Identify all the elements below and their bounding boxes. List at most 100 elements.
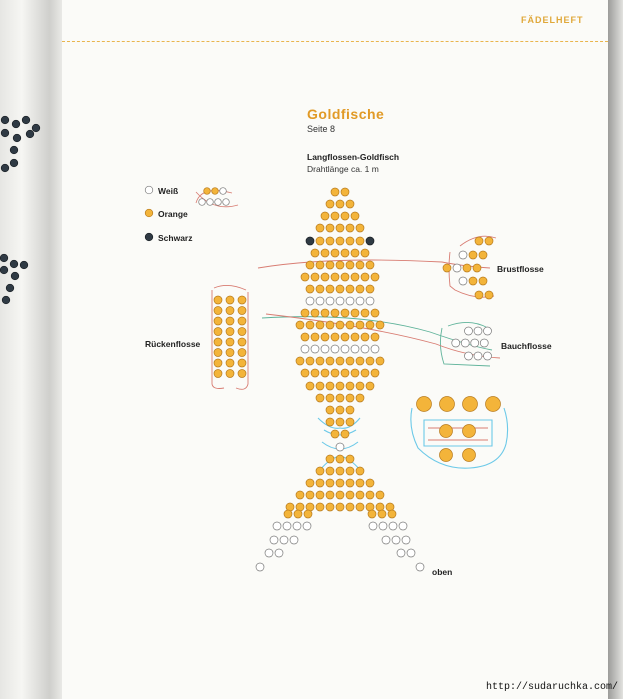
bead bbox=[345, 405, 355, 415]
bead bbox=[365, 320, 375, 330]
dorsal-fin-wire bbox=[211, 285, 249, 390]
bead bbox=[335, 454, 345, 464]
bead bbox=[340, 308, 350, 318]
bead bbox=[320, 332, 330, 342]
bead bbox=[360, 308, 370, 318]
bead bbox=[283, 509, 293, 519]
bead bbox=[203, 187, 211, 195]
bead bbox=[452, 263, 462, 273]
bead bbox=[315, 393, 325, 403]
bead bbox=[330, 211, 340, 221]
bead bbox=[345, 393, 355, 403]
bead bbox=[464, 326, 473, 336]
bead bbox=[350, 368, 360, 378]
bead bbox=[370, 344, 380, 354]
bead bbox=[320, 308, 330, 318]
bead bbox=[377, 509, 387, 519]
bead bbox=[279, 535, 289, 545]
bead bbox=[310, 344, 320, 354]
bead bbox=[345, 502, 355, 512]
bead bbox=[484, 236, 494, 246]
bead bbox=[225, 295, 235, 305]
bead bbox=[292, 521, 302, 531]
bead bbox=[335, 236, 345, 246]
bead bbox=[462, 448, 476, 462]
bead bbox=[483, 351, 492, 361]
bead bbox=[345, 260, 355, 270]
bead bbox=[310, 308, 320, 318]
bead bbox=[355, 223, 365, 233]
bead bbox=[330, 332, 340, 342]
bead bbox=[302, 521, 312, 531]
bead bbox=[300, 308, 310, 318]
bead bbox=[330, 187, 340, 197]
bead bbox=[378, 521, 388, 531]
bead bbox=[325, 223, 335, 233]
bead bbox=[206, 198, 214, 206]
bead bbox=[345, 223, 355, 233]
bead bbox=[355, 466, 365, 476]
bead bbox=[355, 260, 365, 270]
bead bbox=[398, 521, 408, 531]
page-edge bbox=[608, 0, 623, 699]
bead bbox=[315, 260, 325, 270]
bead bbox=[350, 272, 360, 282]
bead bbox=[315, 236, 325, 246]
bead bbox=[462, 263, 472, 273]
bead bbox=[219, 187, 227, 195]
bead bbox=[305, 490, 315, 500]
bead bbox=[464, 351, 473, 361]
bead bbox=[310, 368, 320, 378]
bead bbox=[335, 260, 345, 270]
bead bbox=[365, 284, 375, 294]
running-head: FÄDELHEFT bbox=[521, 15, 584, 25]
bead bbox=[360, 248, 370, 258]
bead bbox=[310, 272, 320, 282]
bead bbox=[325, 260, 335, 270]
header-rule bbox=[62, 41, 608, 42]
bead bbox=[320, 211, 330, 221]
bead bbox=[474, 290, 484, 300]
bead bbox=[355, 284, 365, 294]
spine-bead bbox=[10, 271, 20, 281]
bead bbox=[295, 490, 305, 500]
bead bbox=[350, 308, 360, 318]
bead bbox=[387, 509, 397, 519]
bead bbox=[213, 327, 223, 336]
bead bbox=[367, 509, 377, 519]
bead bbox=[315, 223, 325, 233]
bead bbox=[335, 320, 345, 330]
bead bbox=[303, 509, 313, 519]
bead bbox=[478, 276, 488, 286]
bead bbox=[458, 250, 468, 260]
legend-label-black: Schwarz bbox=[158, 233, 193, 243]
knot-detail-wire-red bbox=[428, 427, 488, 441]
bead bbox=[237, 306, 247, 315]
label-bauchflosse: Bauchflosse bbox=[501, 341, 552, 351]
bead bbox=[225, 327, 235, 336]
bead bbox=[483, 326, 492, 336]
bead bbox=[340, 211, 350, 221]
bead bbox=[468, 276, 478, 286]
legend-label-orange: Orange bbox=[158, 209, 188, 219]
bead bbox=[315, 284, 325, 294]
bead bbox=[335, 284, 345, 294]
bead bbox=[335, 442, 345, 452]
spine-bead bbox=[19, 260, 29, 270]
bead bbox=[439, 448, 453, 462]
bead bbox=[345, 320, 355, 330]
bead bbox=[365, 381, 375, 391]
bead bbox=[375, 356, 385, 366]
bead bbox=[305, 236, 315, 246]
bead bbox=[335, 478, 345, 488]
bead bbox=[416, 396, 432, 412]
bead bbox=[345, 199, 355, 209]
bead bbox=[350, 248, 360, 258]
bead bbox=[473, 351, 483, 361]
bead bbox=[365, 478, 375, 488]
spine-beads bbox=[0, 115, 41, 305]
bead bbox=[391, 535, 401, 545]
page-title: Goldfische bbox=[307, 106, 385, 122]
bead bbox=[330, 368, 340, 378]
legend-label-white: Weiß bbox=[158, 186, 179, 196]
